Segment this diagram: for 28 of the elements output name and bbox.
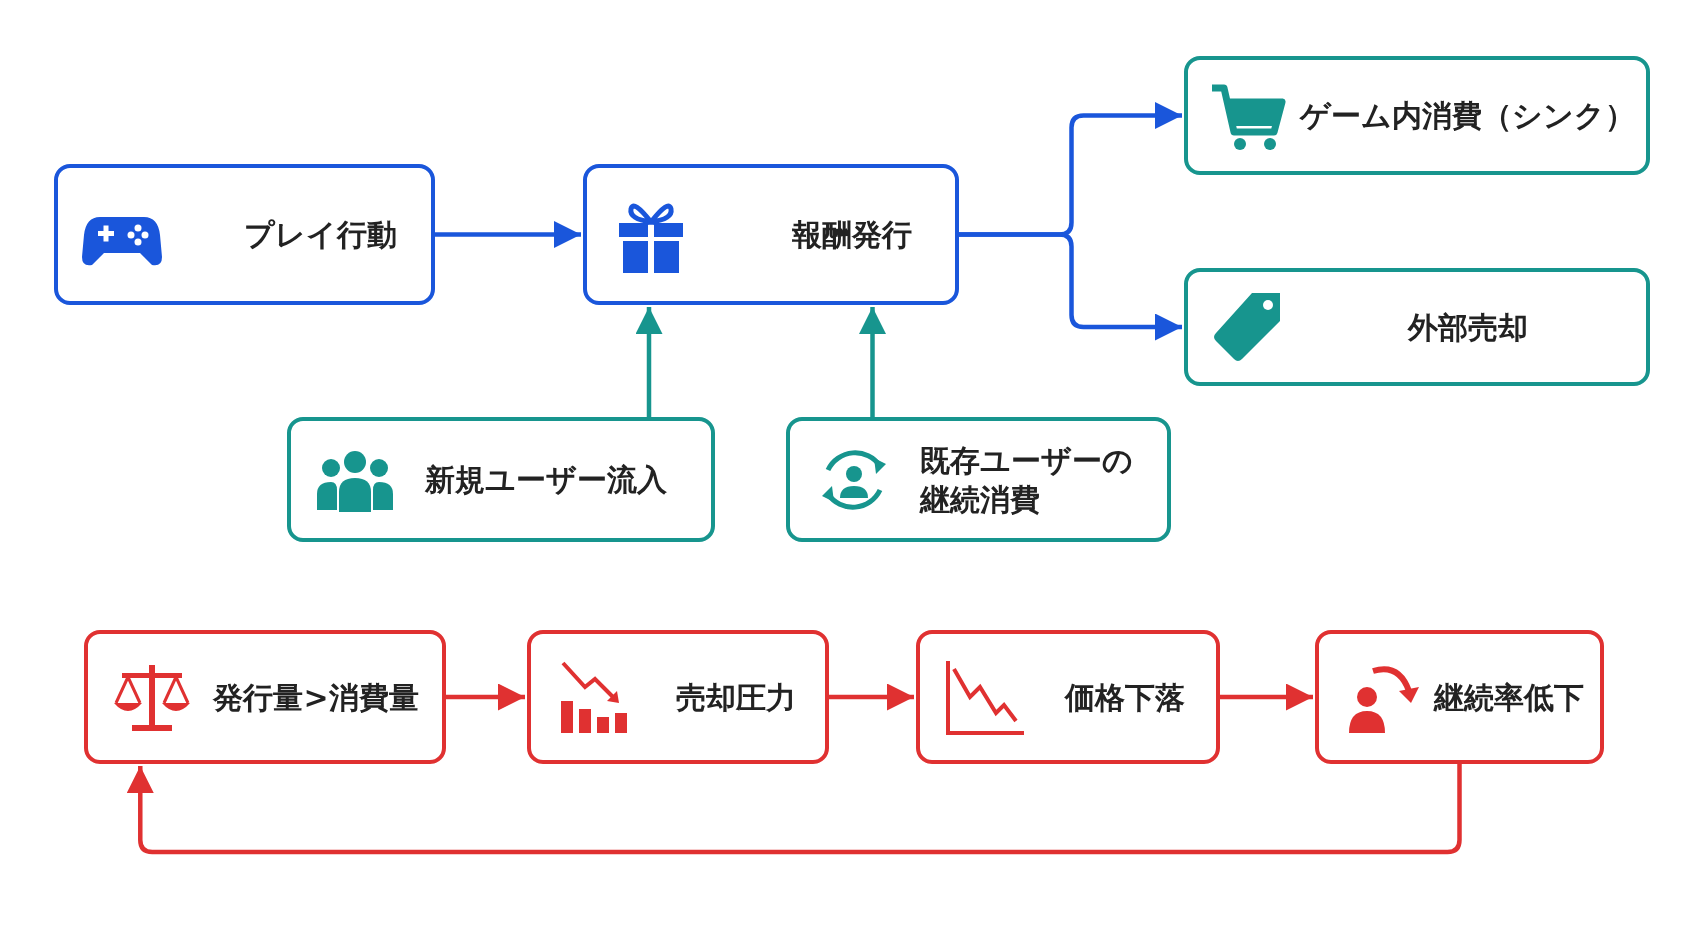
process-box <box>54 164 435 305</box>
box-label: 外部売却 <box>1406 308 1529 347</box>
process-box <box>1184 268 1650 386</box>
box-label: 新規ユーザー流入 <box>424 461 668 499</box>
box-label: ゲーム内消費（シンク） <box>1298 97 1636 135</box>
arrow <box>859 307 886 417</box>
box-label: 継続率低下 <box>1432 678 1585 717</box>
box-label: 報酬発行 <box>791 216 913 254</box>
arrow <box>435 221 581 248</box>
arrow <box>959 232 1182 341</box>
process-box <box>786 417 1171 542</box>
process-box <box>1315 630 1604 764</box>
box-label: プレイ行動 <box>243 216 398 254</box>
process-box <box>1184 56 1650 175</box>
arrow <box>1220 683 1313 711</box>
arrow <box>829 683 914 711</box>
arrow <box>446 683 525 711</box>
process-box <box>916 630 1220 764</box>
box-label: 売却圧力 <box>675 678 797 717</box>
arrow <box>126 764 1462 855</box>
process-box <box>84 630 446 764</box>
box-label: 発行量>消費量 <box>211 678 420 717</box>
process-box <box>287 417 715 542</box>
process-box <box>583 164 959 305</box>
arrow <box>635 307 663 417</box>
box-label: 既存ユーザーの継続消費 <box>920 441 1134 519</box>
box-label: 価格下落 <box>1063 678 1186 717</box>
process-box <box>527 630 829 764</box>
